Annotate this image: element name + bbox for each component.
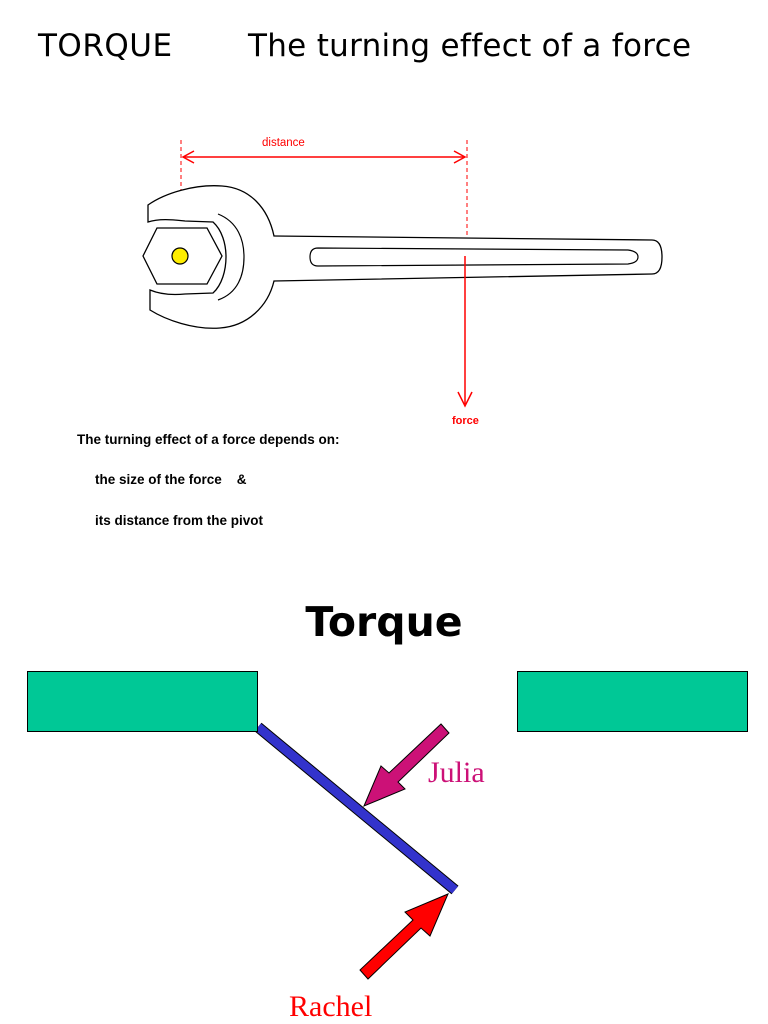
rachel-arrow bbox=[359, 893, 449, 980]
slide1-title-subtitle: The turning effect of a force bbox=[248, 28, 692, 64]
spanner-slot bbox=[309, 247, 639, 267]
distance-arrowhead-left bbox=[181, 150, 195, 164]
wall-left bbox=[27, 671, 258, 732]
text-point-distance: its distance from the pivot bbox=[95, 513, 264, 528]
slide1-title-torque: TORQUE bbox=[38, 28, 173, 64]
slide2-title-torque: Torque bbox=[305, 598, 463, 646]
force-arrowhead bbox=[457, 391, 473, 408]
julia-arrow bbox=[363, 723, 450, 807]
spanner-head bbox=[147, 185, 306, 329]
text-heading: The turning effect of a force depends on… bbox=[77, 432, 340, 447]
force-label: force bbox=[452, 415, 479, 427]
pivot-point bbox=[171, 247, 189, 265]
rachel-label: Rachel bbox=[289, 990, 373, 1023]
distance-label: distance bbox=[262, 137, 305, 149]
julia-label: Julia bbox=[428, 756, 485, 789]
distance-arrowhead-right bbox=[453, 150, 467, 164]
wall-right bbox=[517, 671, 748, 732]
text-point-size: the size of the force & bbox=[95, 472, 247, 487]
